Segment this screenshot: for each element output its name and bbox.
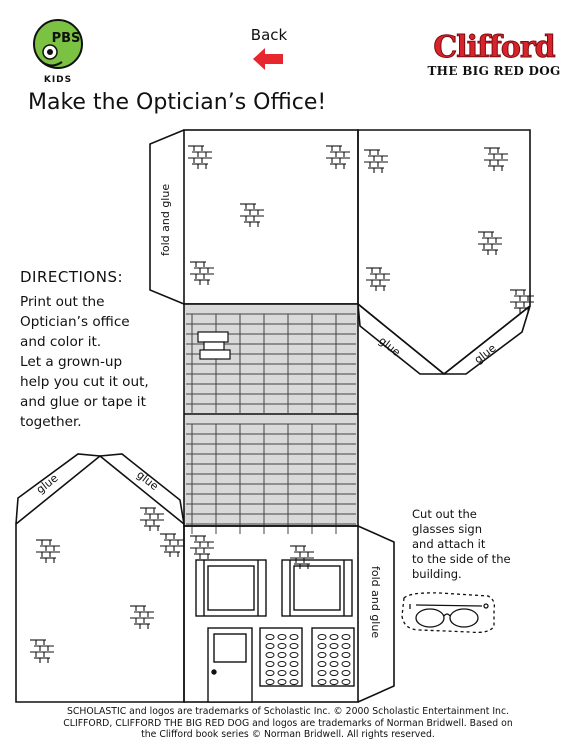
- glasses-sign: [401, 592, 496, 634]
- roof-panels: [183, 303, 359, 534]
- glue-tab-left-right: [99, 453, 185, 525]
- fold-and-glue-label-top: fold and glue: [159, 184, 172, 256]
- fold-and-glue-label-bottom: fold and glue: [369, 566, 382, 638]
- pbs-kids-logo[interactable]: PBS KIDS: [30, 18, 86, 85]
- pbs-logo-top: PBS: [52, 31, 81, 46]
- glue-tab-right-left: [357, 303, 444, 375]
- front-wall: [183, 525, 359, 703]
- footer-line: the Clifford book series © Norman Bridwe…: [141, 729, 435, 740]
- clifford-logo-title: Clifford: [433, 30, 556, 66]
- glue-label-left-left: glue: [34, 471, 61, 496]
- glasses-note-line: building.: [412, 567, 462, 581]
- back-label: Back: [250, 26, 288, 44]
- pbs-logo-bottom: KIDS: [44, 75, 72, 84]
- footer-line: CLIFFORD, CLIFFORD THE BIG RED DOG and l…: [63, 717, 513, 729]
- directions-line: Let a grown-up: [20, 354, 123, 370]
- directions-line: together.: [20, 414, 82, 430]
- directions-text: Print out the Optician’s office and colo…: [20, 292, 170, 432]
- glasses-sign-note: Cut out the glasses sign and attach it t…: [412, 507, 562, 582]
- fold-tab-bottom: [357, 525, 395, 703]
- chimney: [197, 331, 231, 360]
- glue-label-right-right: glue: [472, 341, 499, 366]
- shop-windows: [259, 627, 355, 687]
- directions-line: Print out the: [20, 294, 105, 310]
- arrow-left-icon: [253, 48, 283, 70]
- directions-line: Optician’s office: [20, 314, 130, 330]
- directions-line: and glue or tape it: [20, 394, 146, 410]
- glue-tab-right-right: [444, 305, 531, 375]
- glasses-note-line: Cut out the: [412, 507, 477, 521]
- footer-line: SCHOLASTIC and logos are trademarks of S…: [66, 706, 510, 717]
- fold-tab-top: [149, 129, 185, 305]
- front-windows: [195, 559, 353, 617]
- directions-title: DIRECTIONS:: [20, 268, 124, 286]
- glue-label-left-right: glue: [134, 468, 161, 493]
- directions-line: help you cut it out,: [20, 374, 149, 390]
- glasses-note-line: and attach it: [412, 537, 486, 551]
- glue-tab-left-left: [15, 453, 101, 525]
- back-button[interactable]: Back: [244, 26, 294, 70]
- glasses-note-line: to the side of the: [412, 552, 511, 566]
- clifford-logo[interactable]: Clifford THE BIG RED DOG: [420, 30, 568, 80]
- front-door: [207, 627, 253, 703]
- glasses-note-line: glasses sign: [412, 522, 483, 536]
- directions-line: and color it.: [20, 334, 102, 350]
- copyright-footer: SCHOLASTIC and logos are trademarks of S…: [0, 706, 576, 741]
- page-title: Make the Optician’s Office!: [28, 90, 327, 115]
- clifford-logo-subtitle: THE BIG RED DOG: [427, 64, 561, 78]
- top-left-wall: [183, 129, 359, 305]
